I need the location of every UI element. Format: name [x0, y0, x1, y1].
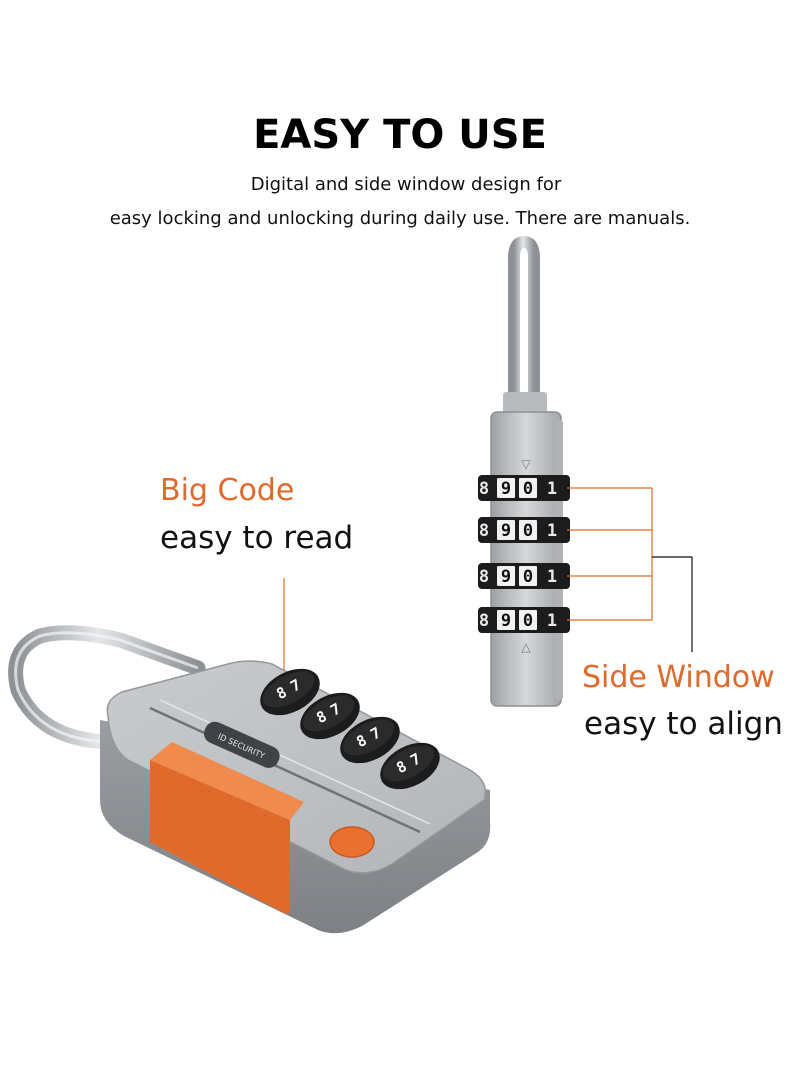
- orange-band: [150, 760, 290, 914]
- side-window-digit: 0: [523, 611, 533, 631]
- brand-badge: ID SECURITY: [204, 721, 280, 768]
- side-window-digit: 8: [479, 567, 489, 587]
- side-window-digit: 1: [547, 479, 557, 499]
- subtitle-line-1: Digital and side window design for: [250, 174, 562, 195]
- subtitle-line-2: easy locking and unlocking during daily …: [109, 208, 691, 229]
- side-window-digit: 0: [523, 479, 533, 499]
- side-window-digit: 9: [501, 479, 511, 499]
- side-window-digit: 9: [501, 611, 511, 631]
- page-title: EASY TO USE: [253, 112, 547, 158]
- side-shackle: [508, 235, 540, 426]
- side-window-digit: 0: [523, 521, 533, 541]
- side-window-digit: 9: [501, 567, 511, 587]
- code-dial[interactable]: 87: [292, 683, 367, 748]
- side-window-digit: 0: [523, 567, 533, 587]
- side-window-desc: easy to align: [584, 706, 783, 742]
- arrow-up-icon: △: [521, 640, 531, 654]
- arrow-down-icon: ▽: [521, 457, 531, 471]
- big-code-desc: easy to read: [160, 520, 354, 556]
- side-window-digit: 8: [479, 611, 489, 631]
- big-code-title: Big Code: [160, 473, 295, 508]
- release-button: [329, 826, 375, 858]
- code-dial[interactable]: 87: [372, 733, 447, 798]
- side-window-digit: 1: [547, 567, 557, 587]
- side-window-title: Side Window: [582, 660, 775, 695]
- side-window-connectors: [567, 487, 693, 652]
- side-window-digit: 8: [479, 479, 489, 499]
- code-dial[interactable]: 87: [332, 707, 407, 772]
- side-window-digit: 9: [501, 521, 511, 541]
- side-window-digit: 1: [547, 611, 557, 631]
- side-window-digit: 1: [547, 521, 557, 541]
- code-dial[interactable]: 87: [252, 659, 327, 724]
- side-window-digit: 8: [479, 521, 489, 541]
